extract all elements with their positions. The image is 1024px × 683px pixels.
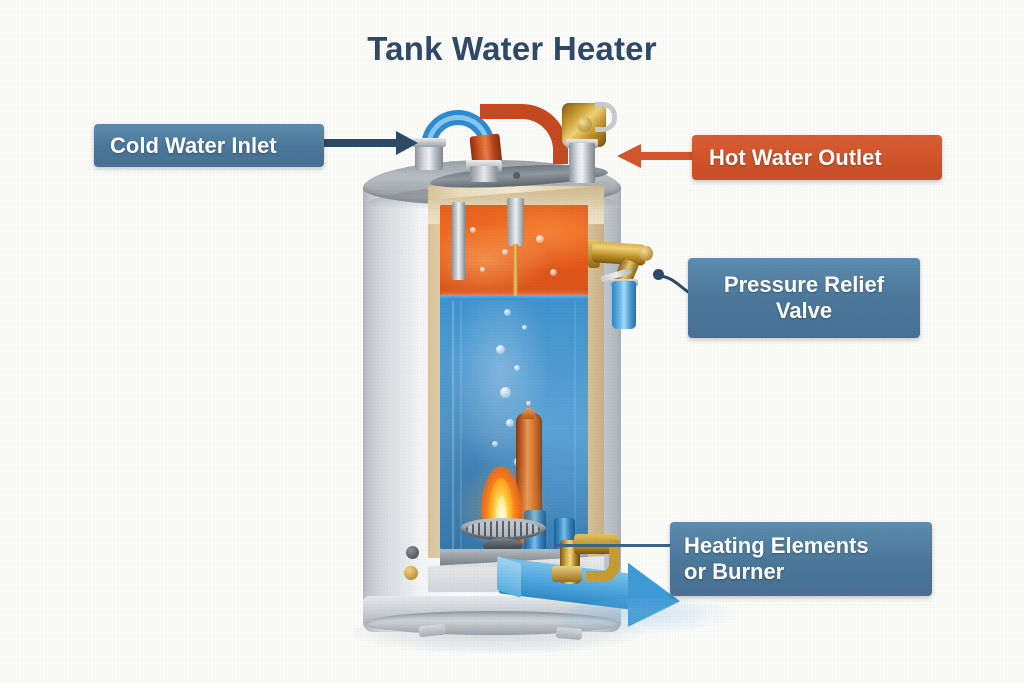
label-heating-elements[interactable]: Heating Elements or Burner: [670, 522, 932, 596]
tank-seam: [574, 301, 576, 549]
bubble: [492, 441, 498, 447]
heating-elements-leader-line: [556, 544, 678, 547]
bubble: [514, 365, 520, 371]
discharge-tube: [612, 281, 636, 329]
anode-rod-cap: [523, 408, 535, 419]
bubble: [522, 325, 527, 330]
cold-water-inlet-leader-line: [322, 139, 398, 147]
gas-burner-grate: [466, 521, 540, 537]
bubble: [536, 235, 544, 243]
bubble: [470, 227, 476, 233]
cold-inlet-nut: [412, 138, 446, 147]
dip-tube-right: [507, 198, 524, 246]
bubble: [500, 387, 511, 398]
label-cold-water-inlet-text: Cold Water Inlet: [110, 132, 277, 158]
label-cold-water-inlet[interactable]: Cold Water Inlet: [94, 124, 324, 167]
label-hot-water-outlet[interactable]: Hot Water Outlet: [692, 135, 942, 180]
bubble: [504, 309, 511, 316]
cold-water-inlet-arrow-icon: [396, 131, 418, 155]
drain-valve-spout: [552, 566, 582, 582]
dip-tube-rod: [513, 244, 518, 296]
tank-lid-bolt: [513, 172, 520, 179]
brass-valve-port: [577, 117, 592, 132]
bubble: [526, 401, 531, 406]
page-title: Tank Water Heater: [367, 30, 657, 67]
label-heating-elements-line1: Heating Elements: [684, 533, 869, 559]
bubble: [496, 345, 505, 354]
burner-flame-core: [496, 496, 507, 524]
hot-water-outlet-leader-line: [640, 152, 698, 160]
bubble: [550, 269, 557, 276]
cold-water-layer: [440, 300, 588, 549]
bubble: [506, 419, 514, 427]
valve-stem: [569, 143, 595, 183]
tank-foot: [555, 626, 583, 641]
label-heating-elements-line2: or Burner: [684, 559, 785, 584]
hot-water-outlet-arrow-icon: [617, 144, 641, 168]
label-hot-water-outlet-text: Hot Water Outlet: [709, 144, 882, 170]
tank-brass-fitting: [404, 566, 418, 580]
pressure-relief-valve-leader-dot: [653, 269, 664, 280]
label-pressure-relief-valve-line2: Valve: [775, 298, 833, 323]
bubble: [480, 267, 485, 272]
bubble: [502, 249, 508, 255]
dip-tube-left: [452, 202, 465, 280]
brass-valve-handle: [595, 102, 617, 132]
relief-valve-cap: [639, 246, 653, 261]
tank-control-knob: [406, 546, 419, 559]
tank-seam: [460, 301, 462, 549]
drain-valve-elbow: [586, 540, 620, 582]
water-splash: [560, 598, 740, 636]
label-pressure-relief-valve[interactable]: Pressure Relief Valve: [688, 258, 920, 338]
thermocline-line: [440, 295, 588, 301]
tank-seam: [452, 301, 454, 549]
label-pressure-relief-valve-line1: Pressure Relief: [723, 272, 885, 298]
hot-outlet-nipple: [470, 166, 498, 182]
